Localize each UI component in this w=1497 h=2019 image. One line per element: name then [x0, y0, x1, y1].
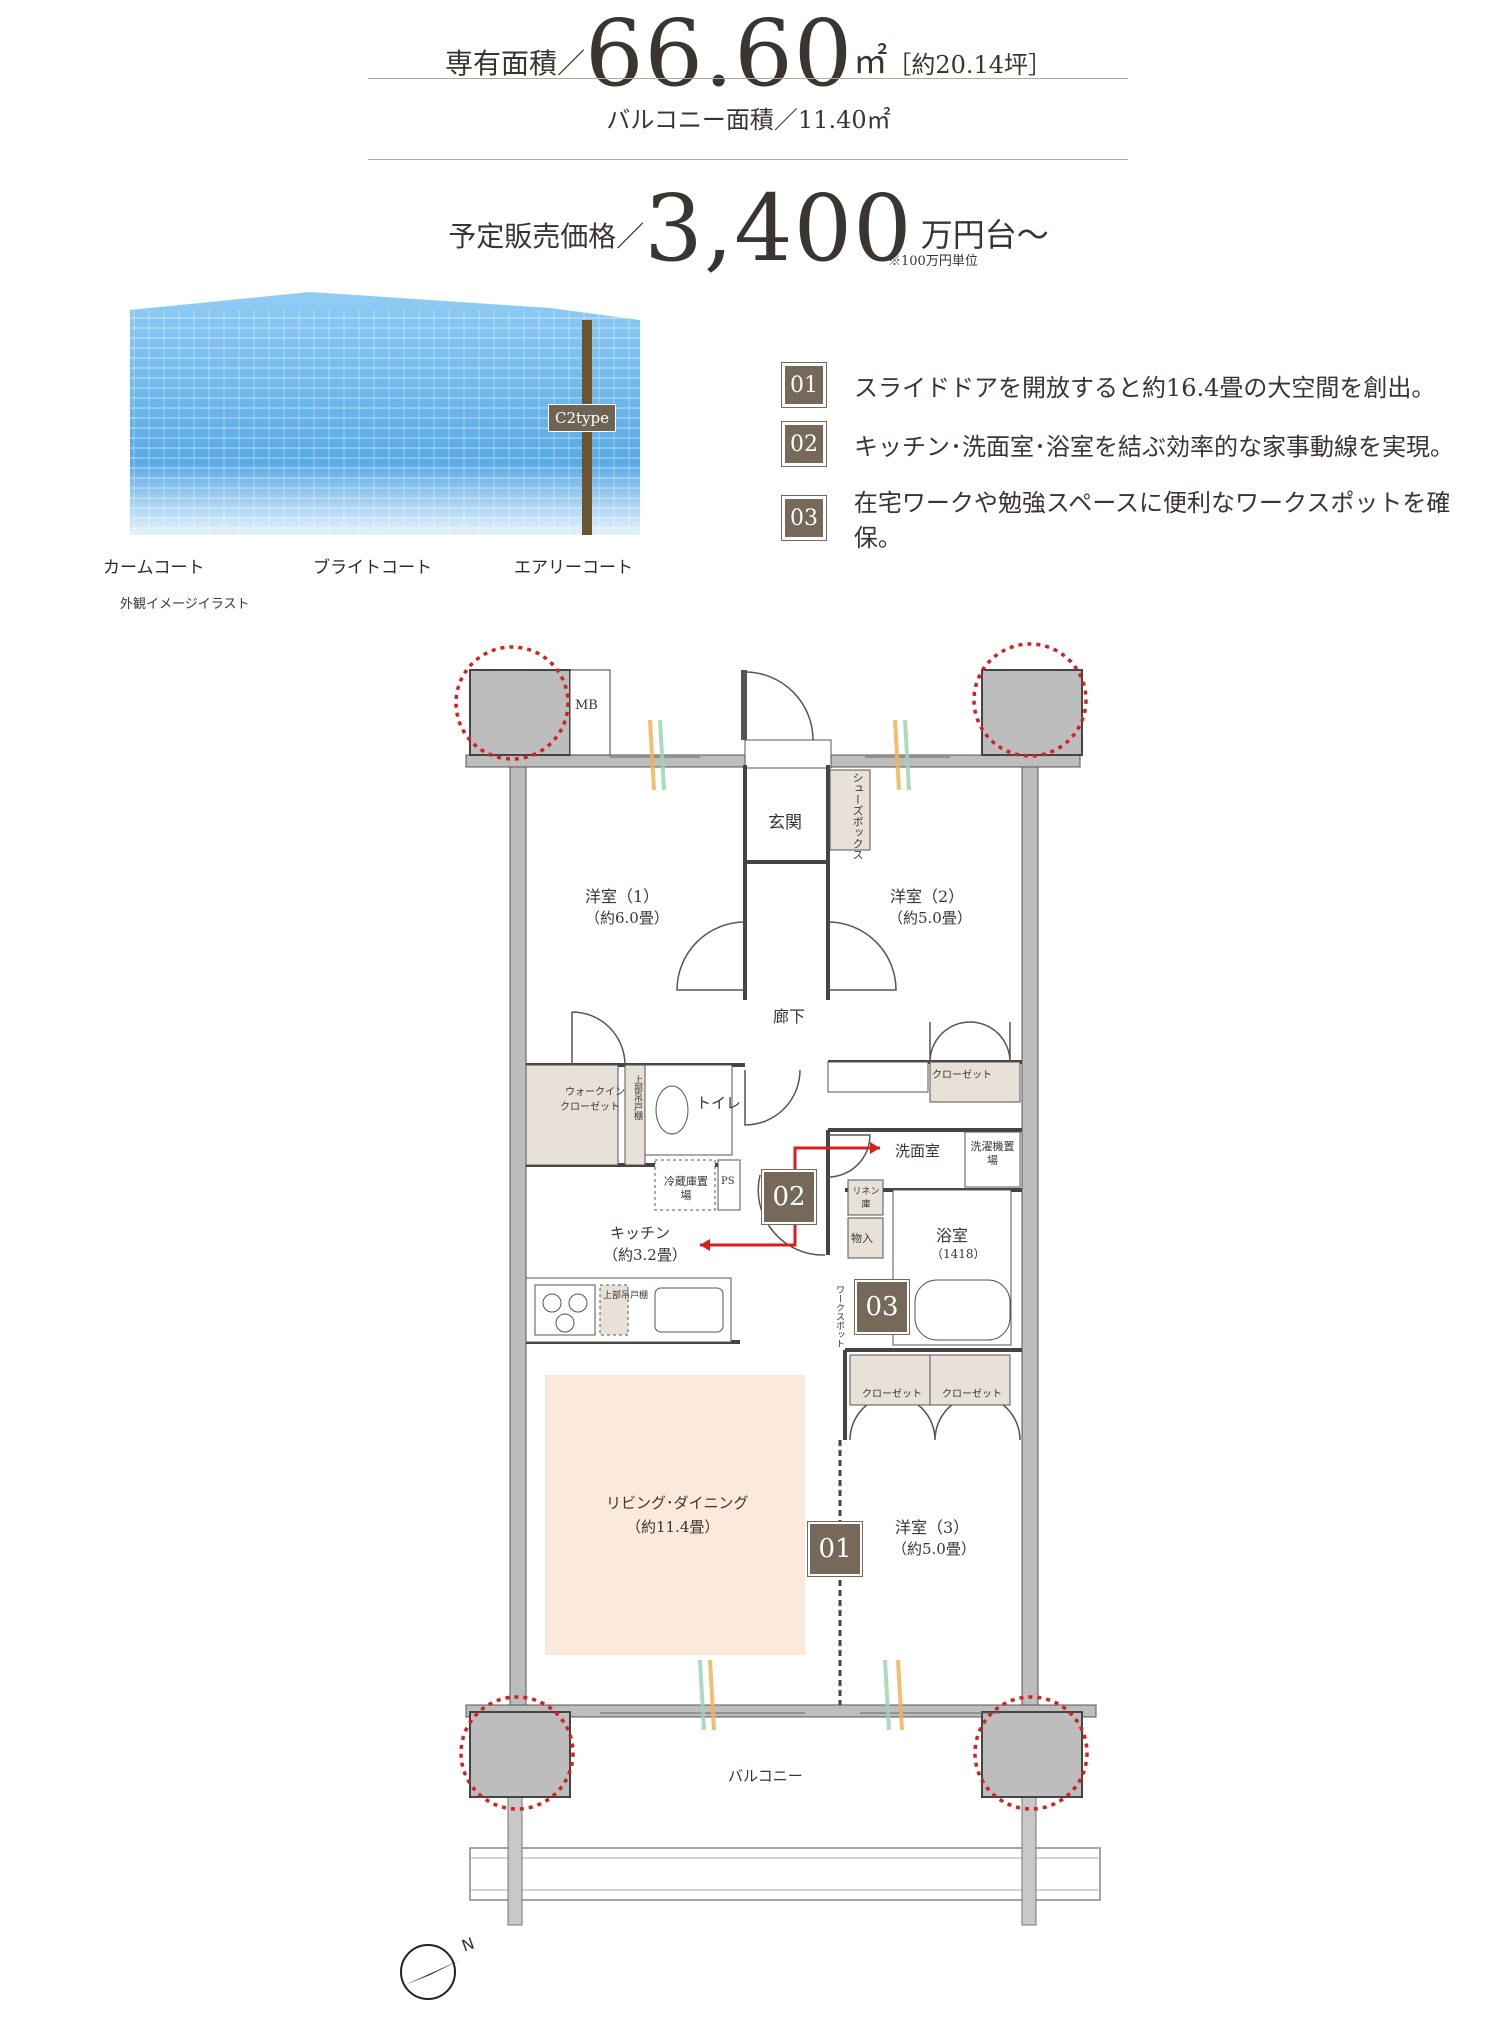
kitchen-size: （約3.2畳） [603, 1246, 687, 1264]
linen-label: リネン庫 [852, 1187, 880, 1210]
feature-badge: 03 [781, 495, 827, 541]
balcony-label: バルコニー面積／ [606, 106, 798, 134]
closet-b-label: クローゼット [942, 1389, 1002, 1400]
walkin-label: ウォークイン [565, 1087, 625, 1098]
area-label: 専有面積／ [444, 47, 585, 80]
feature-03: 03 在宅ワークや勉強スペースに便利なワークスポットを確保。 [781, 483, 1497, 553]
washer-label: 洗濯機置場 [970, 1140, 1015, 1167]
court-airy: エアリーコート [514, 558, 633, 578]
room1-label: 洋室（1） [585, 887, 660, 906]
type-tag: C2type [548, 404, 616, 432]
price-label: 予定販売価格／ [448, 220, 645, 253]
price-unit: 万円台～ [920, 216, 1049, 254]
workspot-label: ワークスポット [834, 1285, 844, 1348]
yokushitsu-label: 浴室 [936, 1226, 969, 1245]
monoire-label: 物入 [851, 1232, 873, 1245]
walkin-label-2: クローゼット [560, 1102, 620, 1113]
living-size: （約11.4畳） [626, 1518, 720, 1536]
room2-size: （約5.0畳） [888, 909, 972, 927]
illustration-caption: 外観イメージイラスト [120, 597, 250, 612]
area-tsubo: ［約20.14坪］ [887, 51, 1053, 79]
shoebox-label: シューズボックス [851, 772, 864, 860]
feature-text: キッチン･洗面室･浴室を結ぶ効率的な家事動線を実現。 [854, 432, 1454, 461]
area-value: 66.60 [584, 0, 854, 107]
mb-label: MB [575, 698, 598, 713]
area-spec: 専有面積／66.60㎡［約20.14坪］ [0, 0, 1497, 107]
room3-label: 洋室（3） [895, 1518, 970, 1537]
court-bright: ブライトコート [313, 558, 432, 578]
price-value: 3,400 [644, 175, 913, 282]
building-illustration [130, 292, 640, 535]
kitchen-label: キッチン [610, 1224, 671, 1242]
toilet-label: トイレ [696, 1094, 742, 1112]
plan-badge-01: 01 [807, 1521, 863, 1577]
plan-badge-02: 02 [761, 1169, 817, 1225]
room2-label: 洋室（2） [890, 887, 965, 906]
divider-1 [368, 78, 1128, 79]
upper-cabinet-label: 上部吊戸棚 [603, 1291, 649, 1301]
genkan-label: 玄関 [768, 813, 802, 833]
area-unit: ㎡ [853, 42, 888, 82]
room3-size: （約5.0畳） [892, 1540, 976, 1558]
court-calm: カームコート [103, 558, 205, 578]
closet-a-label: クローゼット [862, 1389, 922, 1400]
feature-01: 01 スライドドアを開放すると約16.4畳の大空間を創出。 [781, 362, 1436, 408]
yokushitsu-size: （1418） [931, 1247, 986, 1261]
balcony-value: 11.40㎡ [797, 106, 891, 134]
closet-room2-label: クローゼット [932, 1070, 992, 1081]
divider-2 [368, 159, 1128, 160]
feature-badge: 02 [781, 421, 827, 467]
senmen-label: 洗面室 [895, 1142, 941, 1160]
feature-text: スライドドアを開放すると約16.4畳の大空間を創出。 [854, 373, 1436, 402]
room1-size: （約6.0畳） [585, 909, 669, 927]
balcony-spec: バルコニー面積／11.40㎡ [0, 100, 1497, 140]
balcony-label: バルコニー [728, 1767, 803, 1785]
rouka-label: 廊下 [773, 1007, 806, 1026]
fridge-label: 冷蔵庫置場 [664, 1175, 708, 1202]
price-note: ※100万円単位 [888, 254, 978, 269]
upper-shelf-label: 上部吊戸棚 [632, 1075, 642, 1120]
plan-badge-03: 03 [854, 1279, 910, 1335]
living-label: リビング･ダイニング [606, 1494, 749, 1512]
ps-label: PS [721, 1176, 735, 1187]
feature-badge: 01 [781, 362, 827, 408]
feature-text: 在宅ワークや勉強スペースに便利なワークスポットを確保。 [853, 489, 1451, 552]
feature-02: 02 キッチン･洗面室･浴室を結ぶ効率的な家事動線を実現。 [781, 421, 1454, 467]
